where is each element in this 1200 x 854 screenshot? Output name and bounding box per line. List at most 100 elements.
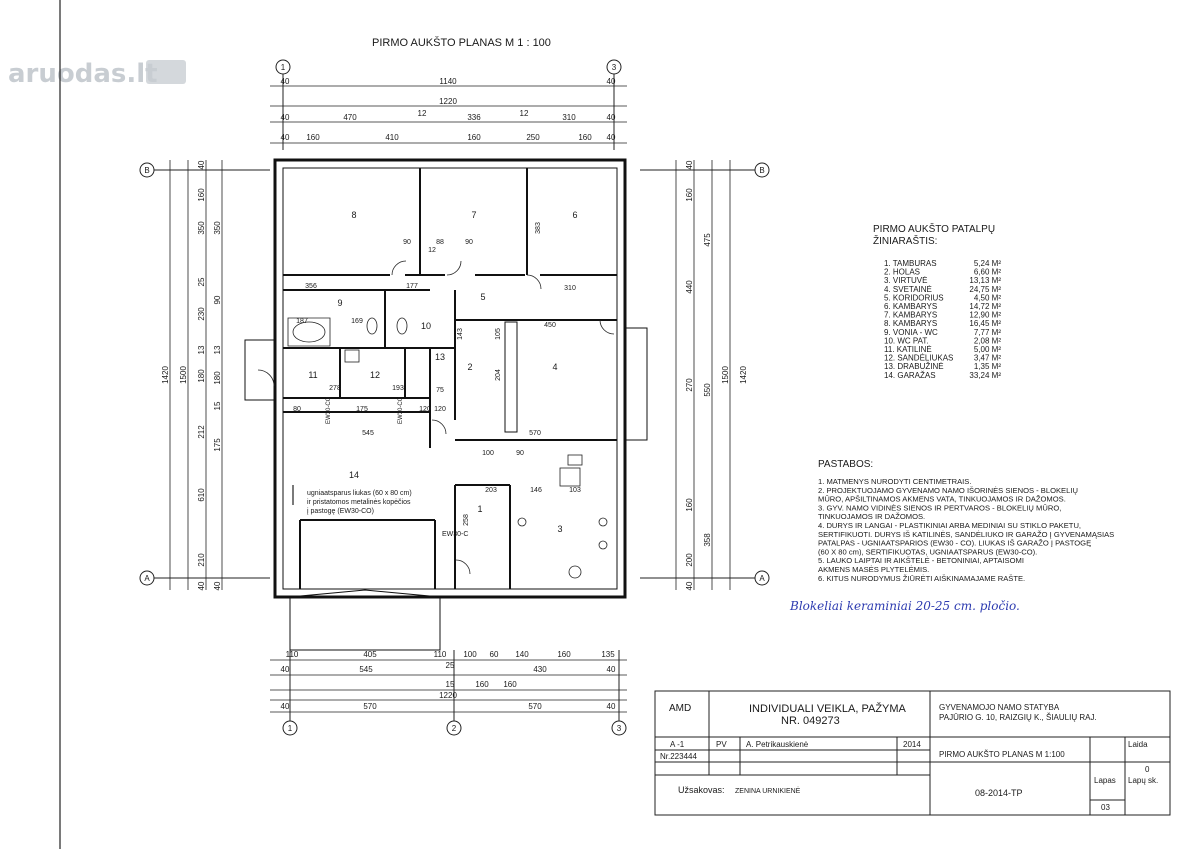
note-line: MŪRO, APŠILTINAMOS AKMENS VATA, TINKUOJA… <box>818 495 1066 504</box>
dim-text: 1140 <box>439 77 457 86</box>
tb-lapu-label: Lapų sk. <box>1128 776 1158 785</box>
dim-text: 40 <box>281 133 290 142</box>
dim-text: 160 <box>475 680 489 689</box>
dim-text: 169 <box>351 318 363 325</box>
dim-text: 140 <box>515 650 529 659</box>
dims-bottom: 110 405 110 100 60 140 160 135 40 545 25… <box>281 650 616 711</box>
room-row-name: 6. KAMBARYS <box>884 302 937 311</box>
dim-text: 440 <box>685 280 694 294</box>
tb-year: 2014 <box>903 740 921 749</box>
plan-title: PIRMO AUKŠTO PLANAS M 1 : 100 <box>372 36 551 49</box>
dim-text: 25 <box>197 277 206 286</box>
room-row-name: 8. KAMBARYS <box>884 319 937 328</box>
dim-text: 120 <box>419 406 431 413</box>
dim-text: 90 <box>516 450 524 457</box>
hatch-note-line: ir pristatomos metalinės kopėčios <box>307 499 411 506</box>
note-line: AKMENS MASĖS PLYTELĖMIS. <box>818 565 929 574</box>
dim-text: 470 <box>343 113 357 122</box>
note-line: 6. KITUS NURODYMUS ŽIŪRĖTI AIŠKINAMAJAME… <box>818 574 1025 583</box>
inner-walls <box>283 168 617 589</box>
dim-text: 278 <box>329 385 341 392</box>
dim-text: 250 <box>526 133 540 142</box>
fire-door-labels: EW30-CO EW30-CO EW30-C <box>326 396 468 538</box>
dim-text: 230 <box>197 307 206 321</box>
room-row-area: 16,45 M² <box>969 319 1001 328</box>
room-row-name: 13. DRABUŽINĖ <box>884 362 944 371</box>
room-number-7: 7 <box>471 210 476 220</box>
dim-text: 160 <box>685 188 694 202</box>
tb-author: A. Petrikauskienė <box>746 740 809 749</box>
interior-dims: 356 187 169 177 90 88 90 383 310 450 278… <box>293 222 581 526</box>
dim-text: 110 <box>286 650 299 659</box>
room-number-11: 11 <box>308 370 317 380</box>
room-number-4: 4 <box>552 362 557 372</box>
room-number-13: 13 <box>435 352 445 362</box>
building-walls <box>244 158 648 651</box>
hood <box>567 454 583 466</box>
dim-text: 177 <box>406 283 418 290</box>
dim-text: 103 <box>569 487 581 494</box>
dim-text: 545 <box>362 430 374 437</box>
room-number-8: 8 <box>351 210 356 220</box>
dim-text: 1420 <box>161 366 170 384</box>
hatch-note-line: į pastogę (EW30-CO) <box>307 508 374 515</box>
dim-text: 187 <box>296 318 308 325</box>
dim-text: 160 <box>557 650 571 659</box>
dim-text: 40 <box>607 133 616 142</box>
dim-text: 120 <box>434 406 446 413</box>
room-number-12: 12 <box>370 370 380 380</box>
dim-text: 405 <box>363 650 377 659</box>
tb-project-line2: PAJŪRIO G. 10, RAIZGIŲ K., ŠIAULIŲ RAJ. <box>939 713 1097 722</box>
room-row-name: 4. SVETAINĖ <box>884 285 932 294</box>
room-number-3: 3 <box>557 524 562 534</box>
hatch-note: ugniaatsparus liukas (60 x 80 cm) ir pri… <box>307 490 412 515</box>
room-number-9: 9 <box>337 298 342 308</box>
tb-org-line1: INDIVIDUALI VEIKLA, PAŽYMA <box>749 702 907 715</box>
handwritten-note: Blokeliai keraminiai 20-25 cm. pločio. <box>789 599 1020 613</box>
room-number-5: 5 <box>480 292 485 302</box>
dim-text: 358 <box>703 533 712 547</box>
dim-text: 90 <box>403 239 411 246</box>
room-number-1: 1 <box>477 504 482 514</box>
dim-text: 1220 <box>439 97 457 106</box>
room-row-area: 4,50 M² <box>974 293 1001 302</box>
room-number-6: 6 <box>572 210 577 220</box>
note-line: PATALPAS - UGNIAATSPARIOS (EW30 - CO). L… <box>818 539 1091 548</box>
dim-text: 15 <box>213 401 222 410</box>
dim-text: 100 <box>463 650 477 659</box>
dim-text: 40 <box>281 113 290 122</box>
axis-label-3-top: 3 <box>612 63 617 72</box>
dim-text: 258 <box>463 514 470 526</box>
dim-text: 15 <box>446 680 455 689</box>
rooms-schedule-subtitle: ŽINIARAŠTIS: <box>873 234 937 247</box>
tb-customer-label: Užsakovas: <box>678 785 725 795</box>
dim-text: 450 <box>544 322 556 329</box>
room-number-10: 10 <box>421 321 431 331</box>
note-line: 5. LAUKO LAIPTAI IR AIKŠTELĖ - BETONINIA… <box>818 556 1024 565</box>
fire-door-label: EW30-CO <box>326 396 332 424</box>
dim-text: 1220 <box>439 691 457 700</box>
dim-text: 146 <box>530 487 542 494</box>
toilet-2 <box>396 317 408 335</box>
dim-text: 175 <box>213 438 222 452</box>
dim-text: 545 <box>359 665 373 674</box>
axis-label-2-bottom: 2 <box>452 724 457 733</box>
sink <box>517 517 527 527</box>
tb-lapas-label: Lapas <box>1094 776 1116 785</box>
room-row-area: 1,35 M² <box>974 362 1001 371</box>
dim-text: 13 <box>197 345 206 354</box>
dim-text: 12 <box>418 109 427 118</box>
dim-text: 90 <box>465 239 473 246</box>
tb-laida-value: 0 <box>1145 765 1150 774</box>
dim-text: 204 <box>495 369 502 381</box>
tb-sheet-name: PIRMO AUKŠTO PLANAS M 1:100 <box>939 750 1065 759</box>
axis-label-a-left: A <box>144 574 150 583</box>
note-line: SERTIFIKUOTI. DURYS IŠ KATILINĖS, SANDĖL… <box>818 530 1114 539</box>
appliance-2 <box>598 540 608 550</box>
dim-text: 1500 <box>721 366 730 384</box>
tb-amd: AMD <box>669 703 691 714</box>
dim-text: 160 <box>467 133 481 142</box>
bathtub-basin <box>292 321 326 343</box>
notes: PASTABOS: 1. MATMENYS NURODYTI CENTIMETR… <box>789 459 1114 613</box>
